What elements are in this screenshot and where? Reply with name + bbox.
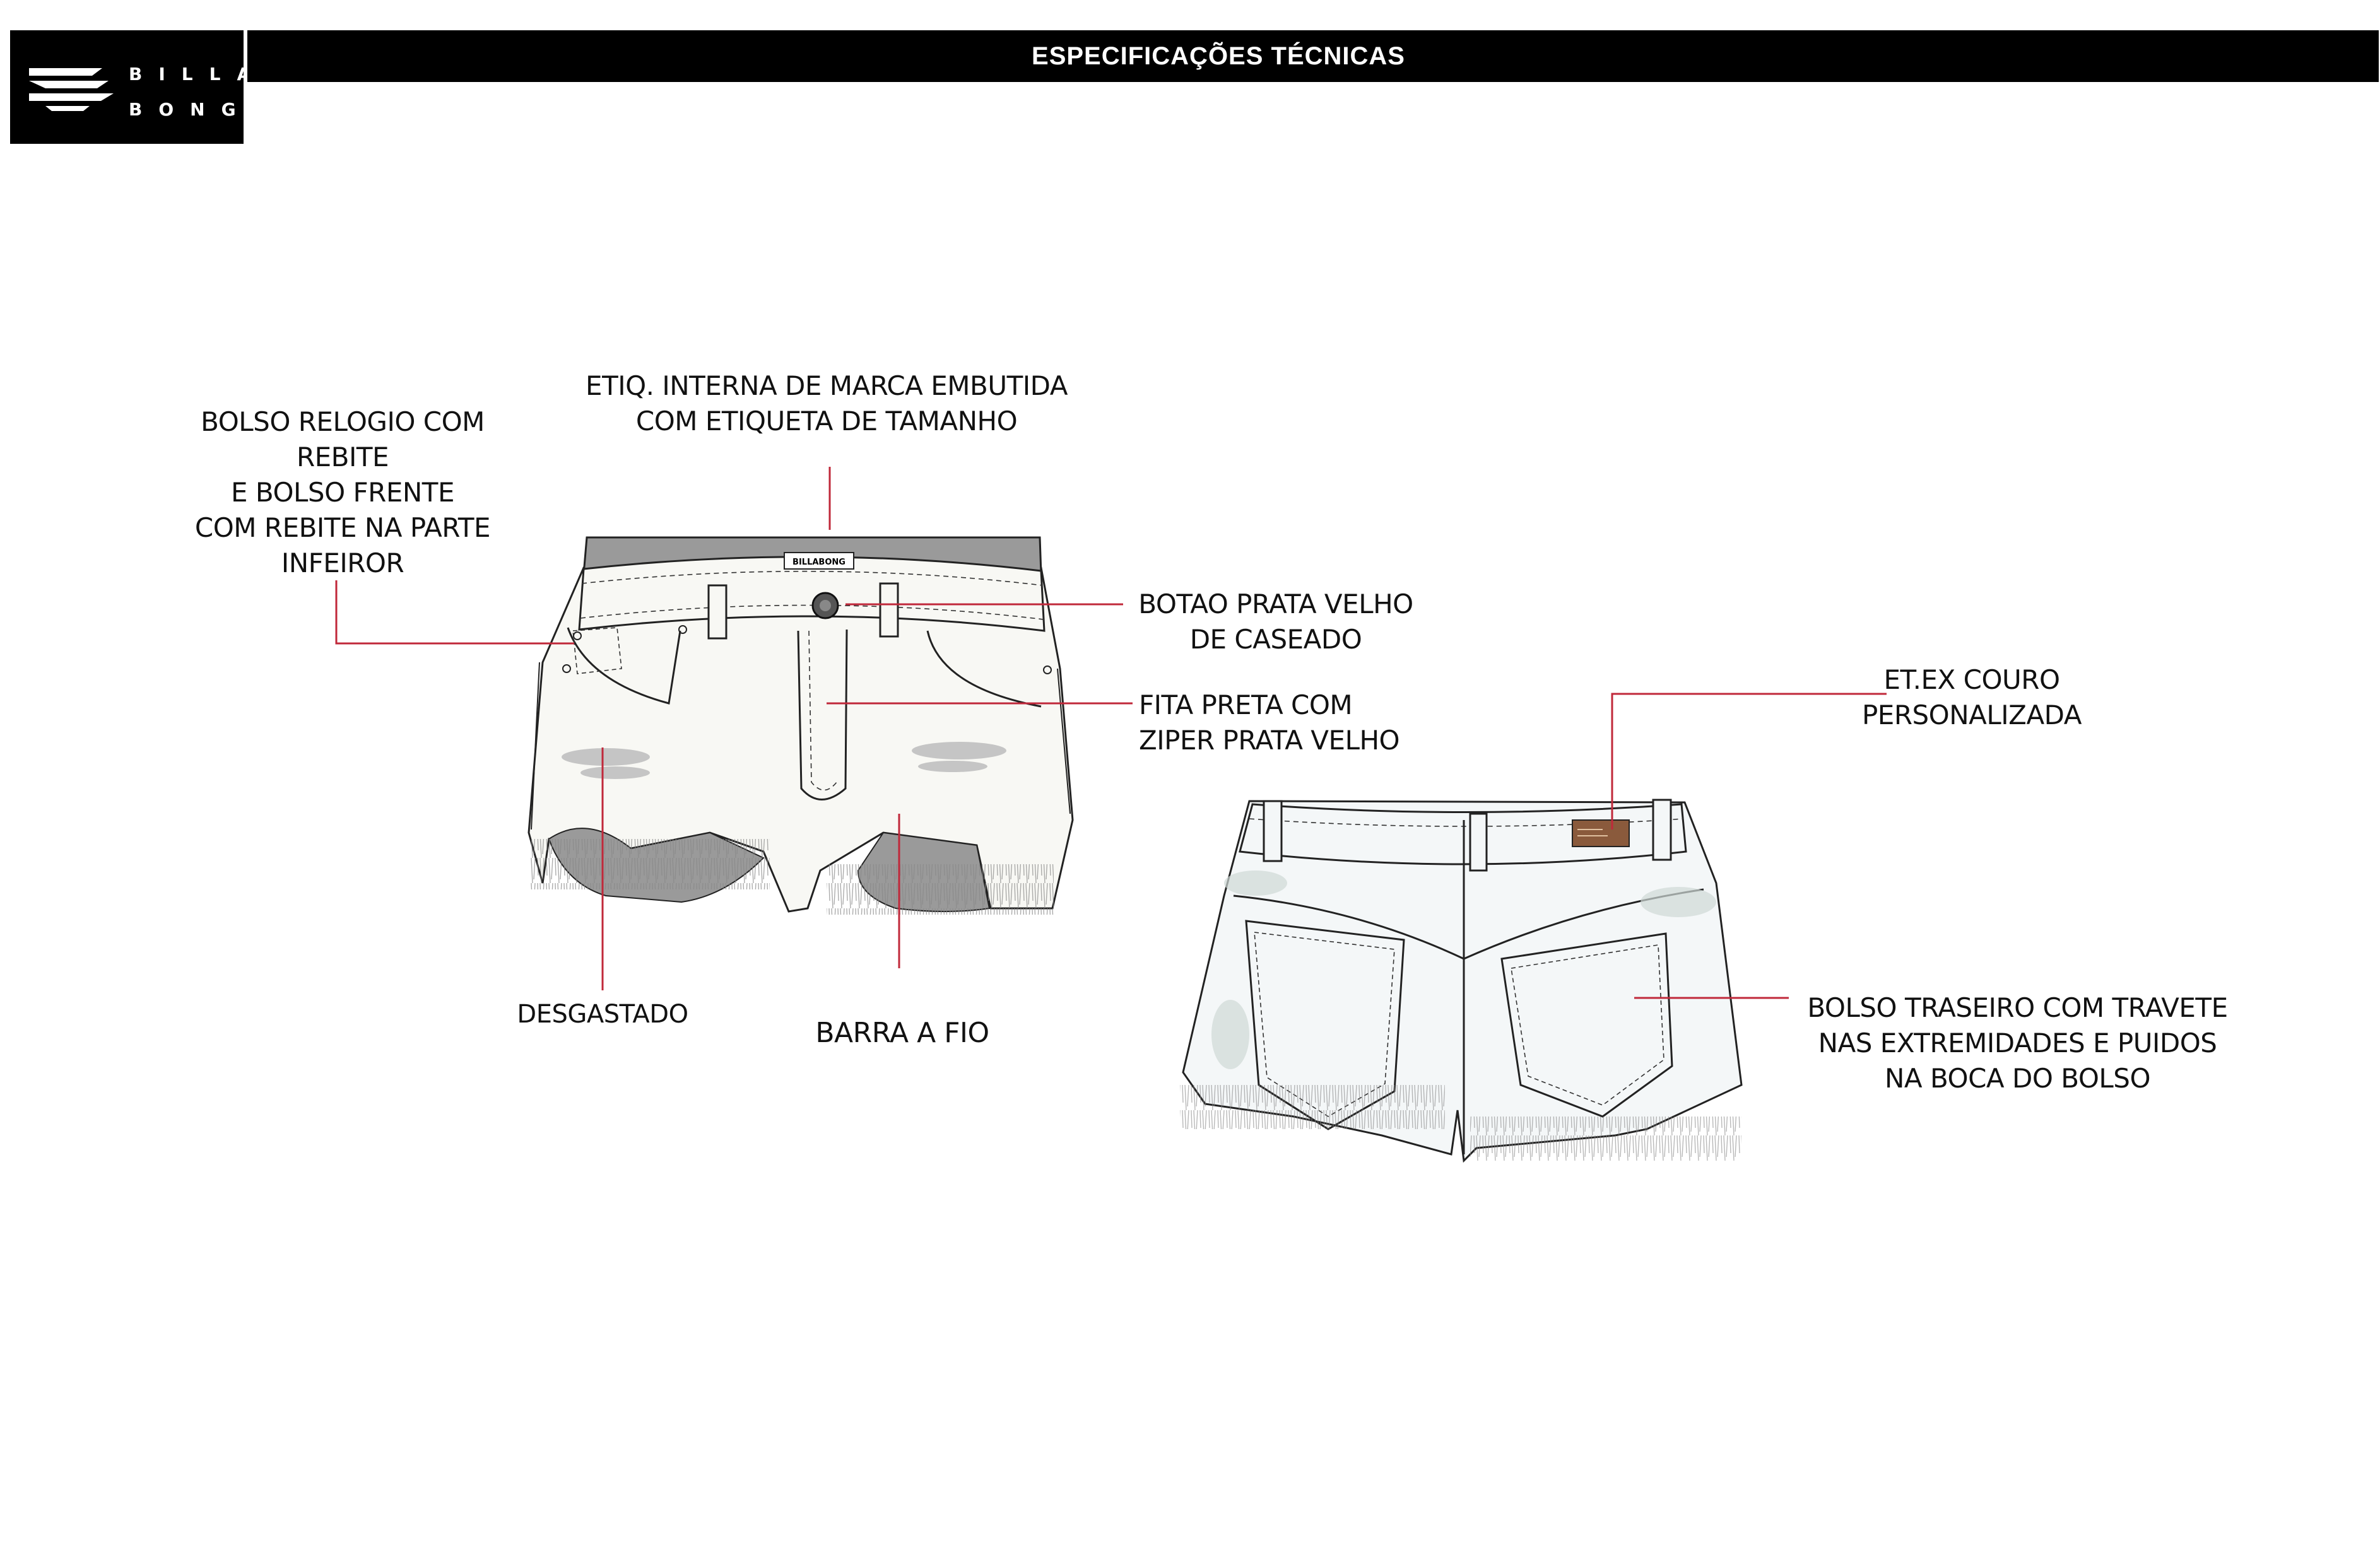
callout-watch-pocket: BOLSO RELOGIO COM REBITE E BOLSO FRENTE … [194,406,491,578]
callout-zipper: FITA PRETA COM ZIPER PRATA VELHO [1139,689,1400,756]
internal-label-text: BILLABONG [792,558,845,567]
brand-line-2: BONG [129,99,252,120]
callout-raw-hem: BARRA A FIO [815,1017,989,1049]
callout-back-pocket: BOLSO TRASEIRO COM TRAVETE NAS EXTREMIDA… [1807,992,2228,1094]
brand-logo: BILLA BONG [10,30,250,144]
wave-icon [29,68,114,111]
back-shorts [1180,799,1743,1163]
brand-line-1: BILLA [129,64,268,85]
callout-lines [335,467,1887,999]
line-leather-patch [1611,693,1887,829]
front-shorts: BILLABONG [527,536,1074,915]
callout-button: BOTAO PRATA VELHO DE CASEADO [1138,589,1413,655]
brand-wordmark: BILLA BONG [129,57,267,127]
page-title: ESPECIFICAÇÕES TÉCNICAS [1032,42,1405,70]
callout-distressed: DESGASTADO [517,1000,688,1029]
line-watch-pocket [335,580,574,645]
callout-leather-patch: ET.EX COURO PERSONALIZADA [1861,664,2082,730]
page-title-bar: ESPECIFICAÇÕES TÉCNICAS [247,30,2379,82]
callout-internal-label: ETIQ. INTERNA DE MARCA EMBUTIDA COM ETIQ… [586,370,1068,437]
